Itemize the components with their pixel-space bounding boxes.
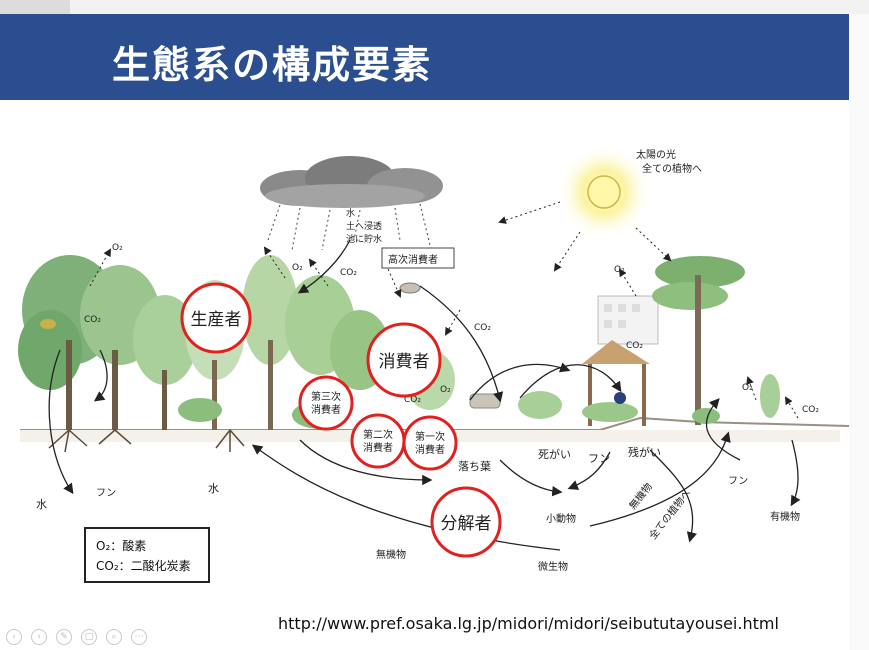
co2-label: CO₂ bbox=[626, 341, 643, 351]
cloud-note-2: 土へ浸透 bbox=[346, 220, 382, 232]
primary-consumer-label-1: 第一次 bbox=[415, 430, 445, 443]
dung-right: フン bbox=[728, 476, 748, 487]
flow-arrows bbox=[48, 239, 801, 551]
carcass-label: 死がい bbox=[538, 447, 571, 461]
cloud-note-3: 池に貯水 bbox=[346, 233, 382, 245]
tertiary-consumer-marker: 第三次 消費者 bbox=[298, 375, 354, 431]
o2-label: O₂ bbox=[742, 383, 753, 393]
legend-o2: O₂：酸素 bbox=[96, 539, 147, 553]
primary-consumer-label-2: 消費者 bbox=[415, 443, 445, 456]
cloud-icon bbox=[260, 156, 443, 208]
organic-label: 有機物 bbox=[770, 510, 800, 523]
fallen-leaves: 落ち葉 bbox=[458, 459, 491, 473]
animals bbox=[40, 282, 626, 409]
slide-title: 生態系の構成要素 bbox=[112, 43, 433, 87]
co2-label: CO₂ bbox=[404, 395, 421, 405]
slideshow-controls: ‹ › ✎ □ ⌕ ⋯ bbox=[6, 624, 156, 645]
inorganic-label: 無機物 bbox=[376, 548, 406, 561]
o2-label: O₂ bbox=[112, 243, 123, 253]
co2-label: CO₂ bbox=[84, 315, 101, 325]
zoom-icon[interactable]: ⌕ bbox=[106, 629, 122, 645]
co2-label: CO₂ bbox=[340, 268, 357, 278]
ecosystem-diagram: 太陽の光 全ての植物へ 水 土へ浸透 池に貯水 bbox=[18, 144, 849, 573]
remains-label: 残がい bbox=[628, 445, 661, 459]
co2-label: CO₂ bbox=[474, 323, 491, 333]
cloud-note-1: 水 bbox=[346, 207, 355, 219]
source-url: http://www.pref.osaka.lg.jp/midori/midor… bbox=[278, 614, 779, 633]
more-icon[interactable]: ⋯ bbox=[131, 629, 147, 645]
consumer-marker: 消費者 bbox=[366, 322, 442, 398]
right-scene bbox=[518, 256, 780, 426]
consumer-label: 消費者 bbox=[379, 352, 430, 372]
small-animals-label: 小動物 bbox=[546, 512, 576, 525]
to-all-plants-label: 全ての植物へ bbox=[646, 487, 693, 542]
legend-co2: CO₂：二酸化炭素 bbox=[96, 559, 191, 573]
sun-icon bbox=[556, 144, 652, 240]
microorganisms-label: 微生物 bbox=[538, 560, 568, 573]
slides-icon[interactable]: □ bbox=[81, 629, 97, 645]
o2-label: O₂ bbox=[440, 385, 451, 395]
primary-consumer-marker: 第一次 消費者 bbox=[402, 415, 458, 471]
dung-label: フン bbox=[588, 452, 610, 465]
water-mid: 水 bbox=[208, 482, 219, 495]
dung-left: フン bbox=[96, 488, 116, 499]
o2-label: O₂ bbox=[614, 265, 625, 275]
title-bar: 生態系の構成要素 bbox=[0, 14, 849, 100]
sun-note-2: 全ての植物へ bbox=[642, 162, 702, 175]
next-icon[interactable]: › bbox=[31, 629, 47, 645]
sun-note-1: 太陽の光 bbox=[636, 148, 676, 161]
o2-label: O₂ bbox=[292, 263, 303, 273]
producer-label: 生産者 bbox=[191, 310, 242, 330]
slide-edge bbox=[849, 14, 869, 650]
tertiary-consumer-label-1: 第三次 bbox=[311, 390, 341, 403]
top-strip bbox=[0, 0, 869, 14]
tertiary-consumer-label-2: 消費者 bbox=[311, 403, 341, 416]
top-strip-shade bbox=[0, 0, 70, 14]
pen-icon[interactable]: ✎ bbox=[56, 629, 72, 645]
secondary-consumer-label-2: 消費者 bbox=[363, 441, 393, 454]
water-left: 水 bbox=[36, 498, 47, 511]
decomposer-marker: 分解者 bbox=[430, 486, 502, 558]
co2-label: CO₂ bbox=[802, 405, 819, 415]
decomposer-label: 分解者 bbox=[441, 514, 492, 534]
secondary-consumer-marker: 第二次 消費者 bbox=[350, 413, 406, 469]
producer-marker: 生産者 bbox=[180, 282, 252, 354]
prev-icon[interactable]: ‹ bbox=[6, 629, 22, 645]
higher-consumer-box bbox=[381, 247, 455, 269]
legend-box: O₂：酸素 CO₂：二酸化炭素 bbox=[84, 527, 210, 583]
higher-consumer-label: 高次消費者 bbox=[388, 253, 438, 266]
secondary-consumer-label-1: 第二次 bbox=[363, 428, 393, 441]
